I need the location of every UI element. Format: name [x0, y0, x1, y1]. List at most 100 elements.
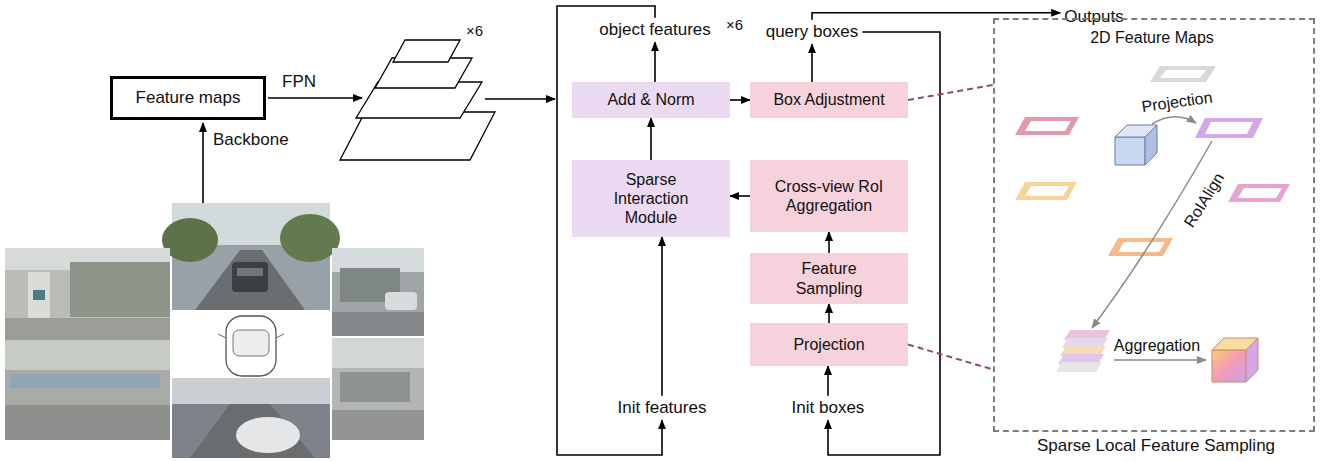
rect-shape	[232, 262, 268, 292]
text-label: Init boxes	[792, 398, 865, 418]
text-wrap: Cross-view RoI Aggregation	[759, 177, 899, 215]
polygon-shape	[195, 250, 305, 310]
panel-text: 2D Feature Maps	[1090, 28, 1214, 47]
polygon-shape	[1238, 188, 1282, 198]
free-label: ×6	[466, 22, 483, 40]
fpn-stack	[340, 40, 495, 160]
panel-text: Aggregation	[1114, 336, 1200, 355]
flow-arrow	[654, 42, 656, 82]
text-wrap: Sparse Interaction Module	[592, 170, 710, 228]
text-wrap: Projection	[793, 335, 864, 354]
polygon-shape	[340, 112, 495, 160]
rect-shape	[172, 378, 330, 404]
feature-map-tiles	[1015, 66, 1290, 256]
polygon-shape	[1118, 242, 1165, 252]
polygon-shape	[1150, 66, 1216, 82]
rect-shape	[5, 340, 170, 370]
rect-shape	[5, 340, 170, 440]
text-label: object features	[599, 20, 711, 40]
polygon-shape	[1205, 122, 1253, 134]
data-label: Init features	[614, 396, 711, 420]
sampled-features	[1056, 330, 1110, 372]
line-shape	[218, 334, 226, 338]
text-wrap: Init features	[618, 398, 707, 418]
flow-arrow	[811, 44, 813, 82]
detail-panel: 2D Feature MapsProjectionRoIAlignAggrega…	[993, 18, 1315, 432]
polygon-shape	[1108, 238, 1173, 256]
flow-arrow	[828, 232, 830, 253]
rect-shape	[332, 338, 424, 440]
polygon-shape	[1056, 362, 1102, 372]
box-label: Cross-view RoI Aggregation	[759, 177, 899, 215]
rect-shape	[237, 268, 263, 276]
process-box: Add & Norm	[572, 82, 730, 118]
process-box: Sparse Interaction Module	[572, 160, 730, 237]
label-text: Backbone	[213, 130, 289, 149]
free-label: FPN	[282, 72, 316, 92]
rect-shape	[33, 290, 45, 300]
polygon-shape	[1015, 117, 1079, 135]
text-wrap: Add & Norm	[607, 90, 694, 109]
rect-shape	[70, 262, 170, 317]
flow-arrow	[661, 237, 663, 396]
rect-shape	[332, 312, 424, 336]
text-wrap: Outputs	[1064, 7, 1124, 27]
callout-leader	[908, 85, 993, 100]
flow-arrow	[730, 195, 750, 197]
line-shape	[276, 334, 284, 338]
box-label: Add & Norm	[607, 90, 694, 109]
text-wrap: object features	[599, 20, 711, 40]
rect-shape	[172, 310, 330, 378]
module-box: Feature maps	[110, 76, 266, 120]
rect-shape	[5, 405, 170, 440]
projection-arrow	[1152, 117, 1196, 124]
flow-arrow	[650, 118, 652, 160]
text-label: query boxes	[766, 22, 859, 42]
text-label: Outputs	[1064, 7, 1124, 27]
process-box: Feature Sampling	[750, 253, 908, 304]
flow-arrow	[828, 304, 830, 323]
ellipse-shape	[280, 214, 340, 262]
polygon-shape	[190, 404, 315, 458]
box-label: Feature maps	[136, 88, 241, 108]
polygon-shape	[393, 40, 460, 62]
aggregation-arrow	[1114, 359, 1206, 361]
label-text: ×6	[726, 16, 743, 33]
box-label: Sparse Interaction Module	[592, 170, 710, 228]
rect-shape	[172, 378, 330, 458]
polygon-shape	[1212, 350, 1246, 382]
fpn-arrow	[268, 97, 362, 99]
query-cube	[1115, 125, 1157, 165]
rect-shape	[10, 374, 160, 388]
process-box: Cross-view RoI Aggregation	[750, 160, 908, 232]
panel-text: Projection	[1140, 88, 1213, 117]
data-label: object features	[595, 18, 715, 42]
text-wrap: Feature Sampling	[779, 259, 879, 297]
box-label: Feature Sampling	[779, 259, 879, 297]
panel-text: Sparse Local Feature Sampling	[995, 436, 1317, 456]
flow-arrow	[827, 366, 829, 396]
box-label: Box Adjustment	[773, 90, 884, 109]
rect-shape	[332, 248, 424, 336]
data-label: Outputs	[1060, 5, 1128, 29]
camera-images	[5, 203, 424, 458]
polygon-shape	[1228, 184, 1290, 202]
label-text: ×6	[466, 22, 483, 39]
rect-shape	[385, 292, 417, 310]
ellipse-shape	[236, 417, 300, 453]
panel-text: RoIAlign	[1180, 169, 1228, 230]
rect-shape	[5, 248, 170, 340]
text-wrap: Box Adjustment	[773, 90, 884, 109]
data-label: query boxes	[762, 20, 863, 44]
text-wrap: Init boxes	[792, 398, 865, 418]
data-label: Init boxes	[788, 396, 869, 420]
aggregated-cube	[1212, 338, 1258, 382]
roialign-arrow	[1092, 141, 1212, 328]
polygon-shape	[1145, 125, 1157, 165]
rect-shape	[332, 410, 424, 440]
polygon-shape	[1246, 338, 1258, 382]
flow-arrow	[730, 99, 750, 101]
polygon-shape	[1195, 118, 1263, 138]
rect-shape	[5, 318, 170, 340]
